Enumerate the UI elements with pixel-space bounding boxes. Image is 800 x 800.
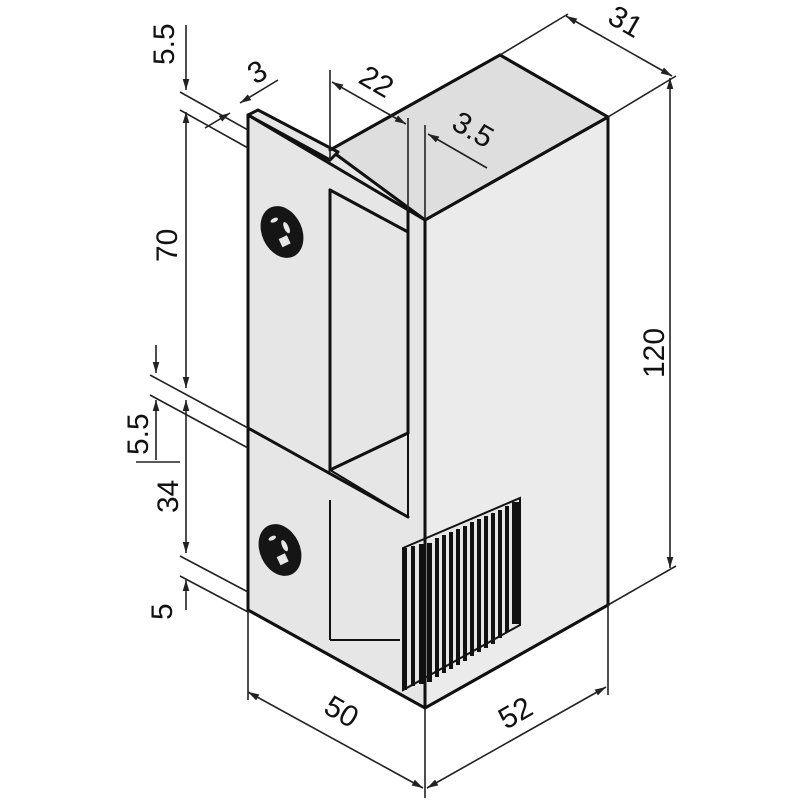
dim-faceplate-width: 50 [319, 689, 364, 734]
dimension-lines [149, 13, 677, 798]
upper-slot [328, 188, 410, 518]
dim-bottom-offset: 5 [146, 603, 179, 620]
dim-upper-height: 70 [151, 229, 184, 262]
dim-top-offset: 5.5 [148, 23, 181, 65]
dim-depth-top: 31 [603, 0, 648, 45]
faceplate-lip [246, 108, 340, 162]
dim-total-height: 120 [638, 328, 671, 378]
screw-hole-top [260, 206, 304, 258]
faceplate-steps [246, 426, 427, 710]
screw-hole-bottom [258, 524, 302, 576]
dim-lower-height: 34 [152, 480, 185, 513]
dim-middle-gap: 5.5 [122, 413, 155, 455]
body-outline [246, 53, 610, 710]
vent-grille [402, 496, 521, 692]
